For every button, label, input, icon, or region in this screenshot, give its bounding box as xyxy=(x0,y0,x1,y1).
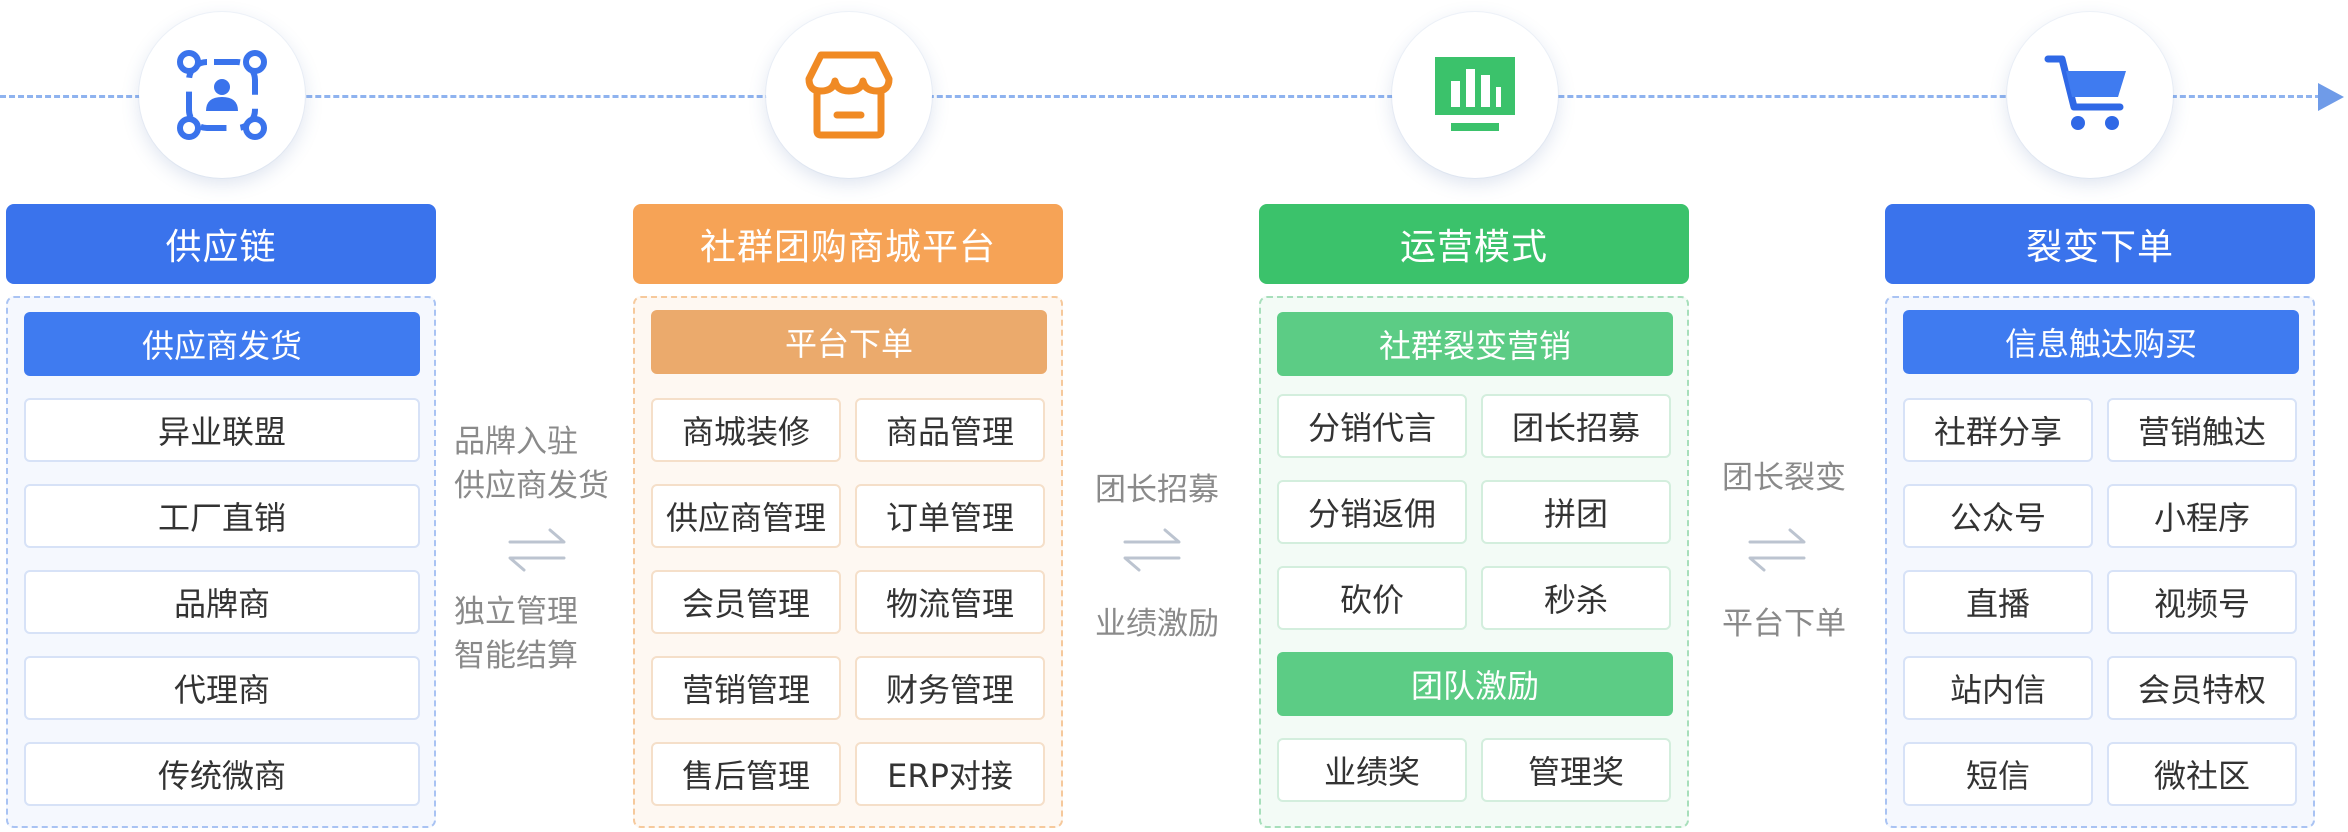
list-item: 异业联盟 xyxy=(24,398,420,462)
sub-header: 社群裂变营销 xyxy=(1277,312,1673,376)
grid-item: 营销管理 xyxy=(651,656,841,720)
column-operations: 运营模式 社群裂变营销 分销代言 团长招募 分销返佣 拼团 砍价 秒杀 团队激励… xyxy=(1259,204,1689,828)
grid-item: 社群分享 xyxy=(1903,398,2093,462)
grid-item: 订单管理 xyxy=(855,484,1045,548)
column-fission-order: 裂变下单 信息触达购买 社群分享 营销触达 公众号 小程序 直播 视频号 站内信… xyxy=(1885,204,2315,828)
grid-item: 供应商管理 xyxy=(651,484,841,548)
grid-item: 微社区 xyxy=(2107,742,2297,806)
grid-item: 分销返佣 xyxy=(1277,480,1467,544)
list-item: 代理商 xyxy=(24,656,420,720)
column-platform: 社群团购商城平台 平台下单 商城装修 商品管理 供应商管理 订单管理 会员管理 … xyxy=(633,204,1063,828)
grid-item: 会员特权 xyxy=(2107,656,2297,720)
swap-arrows-icon xyxy=(508,528,566,572)
connector-label: 团长招募 xyxy=(1095,472,1219,508)
grid-item: 团长招募 xyxy=(1481,394,1671,458)
grid-item: 视频号 xyxy=(2107,570,2297,634)
swap-arrows-icon xyxy=(1748,528,1806,572)
grid-item: 会员管理 xyxy=(651,570,841,634)
connector-label: 品牌入驻 xyxy=(454,424,578,460)
list-item: 传统微商 xyxy=(24,742,420,806)
grid-item: 公众号 xyxy=(1903,484,2093,548)
grid-item: 砍价 xyxy=(1277,566,1467,630)
shopping-cart-icon xyxy=(2007,12,2173,178)
grid-item: 拼团 xyxy=(1481,480,1671,544)
grid-item: 秒杀 xyxy=(1481,566,1671,630)
connector-label: 智能结算 xyxy=(454,638,578,674)
grid-item: 直播 xyxy=(1903,570,2093,634)
grid-item: 管理奖 xyxy=(1481,738,1671,802)
grid-item: 售后管理 xyxy=(651,742,841,806)
supplier-network-icon xyxy=(139,12,305,178)
chart-monitor-icon xyxy=(1392,12,1558,178)
storefront-icon xyxy=(766,12,932,178)
column-body: 供应商发货 异业联盟 工厂直销 品牌商 代理商 传统微商 xyxy=(6,296,436,828)
grid-item: 分销代言 xyxy=(1277,394,1467,458)
connector-label: 供应商发货 xyxy=(454,468,609,504)
grid-item: 商品管理 xyxy=(855,398,1045,462)
column-title: 裂变下单 xyxy=(1885,204,2315,284)
grid-item: 业绩奖 xyxy=(1277,738,1467,802)
connector-label: 团长裂变 xyxy=(1722,460,1846,496)
grid-item: ERP对接 xyxy=(855,742,1045,806)
column-body: 信息触达购买 社群分享 营销触达 公众号 小程序 直播 视频号 站内信 会员特权… xyxy=(1885,296,2315,828)
list-item: 工厂直销 xyxy=(24,484,420,548)
sub-header: 信息触达购买 xyxy=(1903,310,2299,374)
column-supply-chain: 供应链 供应商发货 异业联盟 工厂直销 品牌商 代理商 传统微商 xyxy=(6,204,436,828)
grid-item: 财务管理 xyxy=(855,656,1045,720)
flow-line xyxy=(0,95,2330,98)
sub-header: 供应商发货 xyxy=(24,312,420,376)
grid-item: 短信 xyxy=(1903,742,2093,806)
connector-label: 独立管理 xyxy=(454,594,578,630)
swap-arrows-icon xyxy=(1123,528,1181,572)
grid-item: 营销触达 xyxy=(2107,398,2297,462)
grid-item: 物流管理 xyxy=(855,570,1045,634)
column-body: 社群裂变营销 分销代言 团长招募 分销返佣 拼团 砍价 秒杀 团队激励 业绩奖 … xyxy=(1259,296,1689,828)
connector-label: 业绩激励 xyxy=(1095,606,1219,642)
grid-item: 小程序 xyxy=(2107,484,2297,548)
column-body: 平台下单 商城装修 商品管理 供应商管理 订单管理 会员管理 物流管理 营销管理… xyxy=(633,296,1063,828)
grid-item: 商城装修 xyxy=(651,398,841,462)
grid-item: 站内信 xyxy=(1903,656,2093,720)
sub-header: 平台下单 xyxy=(651,310,1047,374)
column-title: 运营模式 xyxy=(1259,204,1689,284)
column-title: 社群团购商城平台 xyxy=(633,204,1063,284)
list-item: 品牌商 xyxy=(24,570,420,634)
connector-label: 平台下单 xyxy=(1722,606,1846,642)
sub-header: 团队激励 xyxy=(1277,652,1673,716)
flow-arrow-icon xyxy=(2318,83,2344,111)
column-title: 供应链 xyxy=(6,204,436,284)
